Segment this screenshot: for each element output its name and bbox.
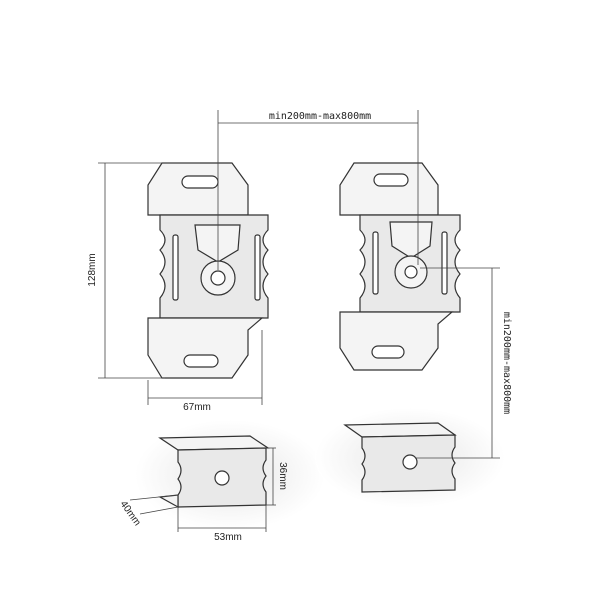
label-spacing-top: min200mm-max800mm bbox=[269, 111, 371, 122]
dimension-lines bbox=[98, 110, 500, 532]
label-small-depth: 40mm bbox=[118, 499, 143, 528]
small-bracket-left bbox=[135, 420, 325, 530]
label-width: 67mm bbox=[183, 402, 211, 413]
right-bracket bbox=[339, 162, 461, 371]
label-small-height: 36mm bbox=[277, 462, 288, 490]
label-spacing-right: min200mm-max800mm bbox=[501, 312, 512, 414]
label-small-width: 53mm bbox=[214, 532, 242, 543]
small-bracket-right bbox=[315, 408, 505, 508]
left-bracket bbox=[147, 162, 269, 379]
label-height: 128mm bbox=[87, 253, 98, 286]
